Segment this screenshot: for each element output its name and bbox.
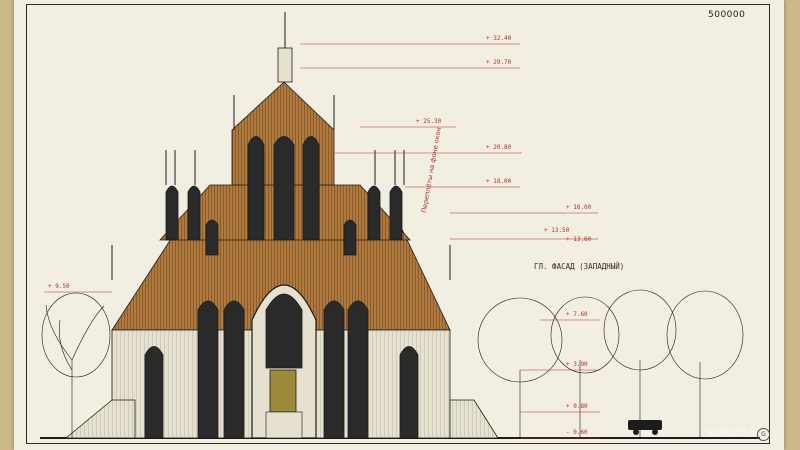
left-tree bbox=[41, 292, 111, 438]
elevation-mark: + 25.30 bbox=[416, 118, 442, 125]
elevation-mark: + 13.50 bbox=[544, 227, 570, 234]
age-badge: G bbox=[757, 428, 770, 441]
elevation-mark: + 18.00 bbox=[486, 178, 512, 185]
elevation-mark: + 9.50 bbox=[48, 283, 70, 290]
facade-title: ГЛ. ФАСАД (ЗАПАДНЫЙ) bbox=[534, 262, 625, 271]
left-stairs bbox=[64, 399, 136, 439]
elevation-lines bbox=[44, 43, 600, 439]
portal-steps bbox=[265, 411, 303, 439]
elevation-mark: + 20.80 bbox=[486, 144, 512, 151]
elevation-mark: - 0.60 bbox=[566, 429, 588, 436]
elevation-mark: + 3.90 bbox=[566, 361, 588, 368]
elevation-mark: + 13.60 bbox=[566, 236, 592, 243]
upper-side-windows bbox=[165, 185, 403, 256]
drawing-frame bbox=[26, 4, 770, 444]
elevation-mark: + 7.60 bbox=[566, 311, 588, 318]
elevation-mark: + 0.80 bbox=[566, 403, 588, 410]
elevation-mark: + 32.40 bbox=[486, 35, 512, 42]
right-trees bbox=[477, 289, 744, 438]
pinnacles bbox=[111, 95, 451, 280]
right-stairs bbox=[449, 399, 499, 439]
car-silhouette bbox=[628, 420, 662, 435]
portal-window bbox=[265, 293, 303, 369]
elevation-mark: + 29.70 bbox=[486, 59, 512, 66]
watermark: NDNEWS.RU bbox=[706, 428, 763, 438]
elevation-mark: + 16.00 bbox=[566, 204, 592, 211]
sheet-number: 500000 bbox=[708, 10, 746, 20]
lower-windows bbox=[144, 300, 419, 439]
tower-windows bbox=[247, 136, 320, 241]
